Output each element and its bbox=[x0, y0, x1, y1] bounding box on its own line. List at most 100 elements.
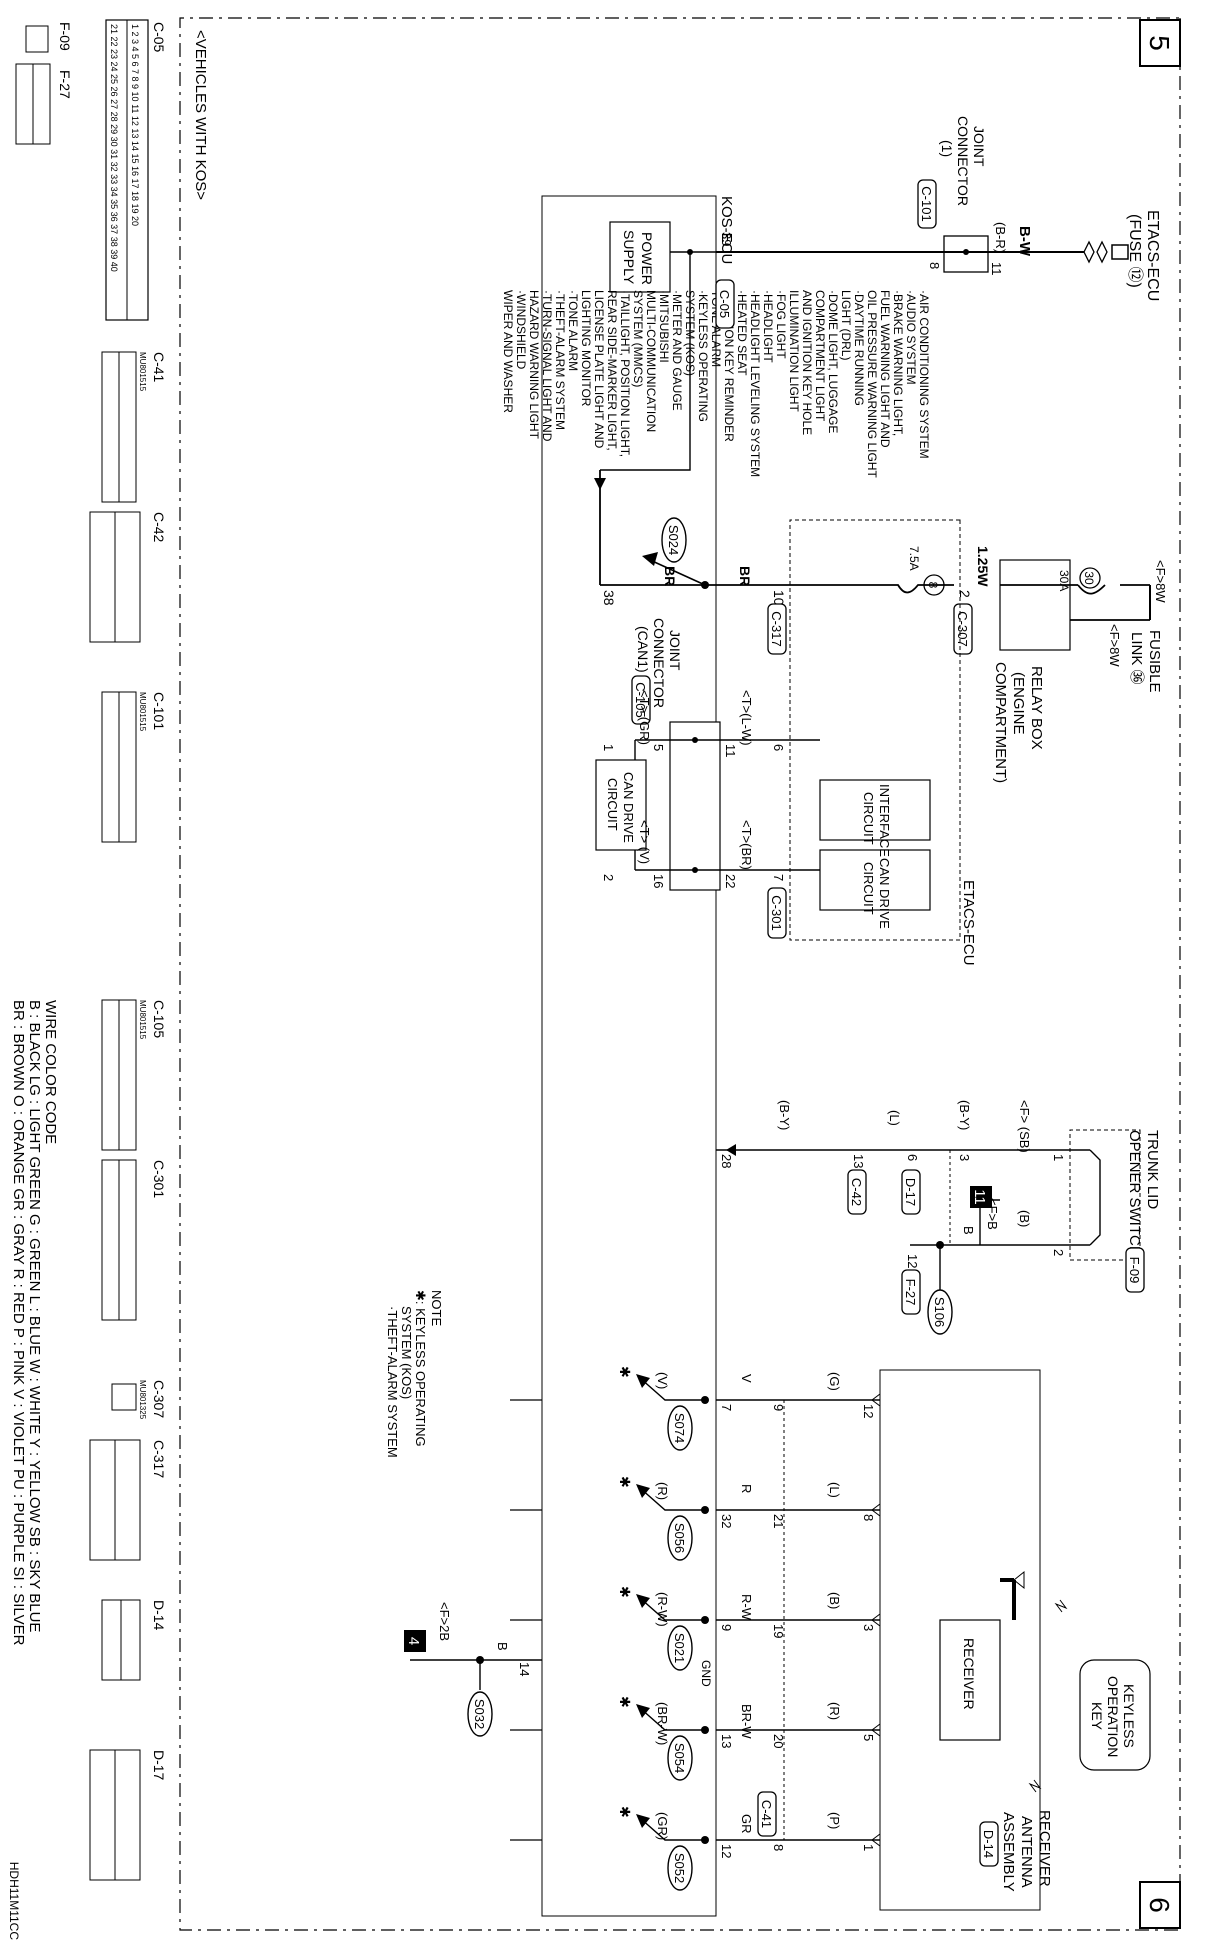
etacs-can-drive-1: CAN DRIVE bbox=[877, 858, 892, 929]
splice-s052: S052 bbox=[667, 1845, 693, 1891]
svg-text:F-27: F-27 bbox=[903, 1279, 918, 1306]
kos-can-drive-1: CAN DRIVE bbox=[621, 772, 636, 843]
interface-1: INTERFACE bbox=[877, 784, 892, 857]
etacs-can-drive-box bbox=[819, 849, 931, 911]
page-prev-number: 5 bbox=[1144, 35, 1175, 51]
circuit-bottom-wire: (BR-W) bbox=[655, 1702, 670, 1745]
can-hi: <T>(L-W) bbox=[739, 690, 754, 746]
f8w-b: <F>8W bbox=[1107, 624, 1122, 667]
feature-item: ·DOME LIGHT, LUGGAGE bbox=[826, 290, 840, 433]
splice-s074: S074 bbox=[667, 1405, 693, 1451]
feature-item: ·AUDIO SYSTEM bbox=[904, 290, 918, 385]
f27-badge: F-27 bbox=[901, 1269, 921, 1315]
jc1-label-3: (1) bbox=[939, 140, 955, 157]
connector-c05: C-05 1 2 3 4 5 6 7 8 9 10 11 12 13 14 15… bbox=[105, 19, 167, 321]
pin10: 10 bbox=[771, 590, 787, 606]
feature-item: LICENSE PLATE LIGHT AND bbox=[592, 290, 606, 449]
feature-item: ·TAILLIGHT, POSITION LIGHT, bbox=[618, 290, 632, 457]
power-supply-box bbox=[609, 221, 671, 293]
pin39: 39 bbox=[719, 232, 734, 246]
svg-text:✱: ✱ bbox=[617, 1476, 633, 1488]
f09-badge: F-09 bbox=[1125, 1247, 1145, 1293]
receiver-title-3: ASSEMBLY bbox=[1000, 1812, 1017, 1892]
gnd-f2b: <F>2B bbox=[437, 1602, 452, 1641]
feature-item: ·THEFT-ALARM SYSTEM bbox=[553, 290, 567, 430]
page-prev-box: 5 bbox=[1139, 19, 1181, 67]
trunk-fsb: <F> (SB) bbox=[1017, 1100, 1032, 1153]
trunk-switch-box bbox=[1069, 1129, 1141, 1261]
circuit-wire: BR-W bbox=[739, 1704, 754, 1739]
can-v: <T> (V) bbox=[637, 820, 652, 864]
receiver-box bbox=[939, 1619, 1001, 1741]
svg-text:C-05: C-05 bbox=[717, 290, 732, 318]
svg-text:C-301: C-301 bbox=[769, 895, 784, 930]
connector-d14: D-14 bbox=[101, 1599, 167, 1681]
jc1-label-2: CONNECTOR bbox=[955, 116, 971, 206]
etacs-fuse-sub: (FUSE ⑫) bbox=[1126, 214, 1144, 288]
svg-text:S024: S024 bbox=[666, 525, 681, 555]
svg-text:F-09: F-09 bbox=[57, 22, 73, 51]
trunk-by-top: (B-Y) bbox=[957, 1100, 972, 1130]
feature-item: ·HEADLIGHT LEVELING SYSTEM bbox=[748, 290, 762, 477]
svg-text:C-307: C-307 bbox=[955, 611, 970, 646]
svg-text:D-14: D-14 bbox=[151, 1600, 167, 1631]
jc1-label-1: JOINT bbox=[971, 126, 987, 167]
svg-text:S074: S074 bbox=[672, 1413, 687, 1443]
etacs-fuse-symbol bbox=[1083, 240, 1129, 264]
feature-item: ·METER AND GAUGE bbox=[670, 290, 684, 411]
svg-text:✱: ✱ bbox=[617, 1586, 633, 1598]
trunk-l-paren: (L) bbox=[887, 1110, 902, 1126]
kos-pin1: 1 bbox=[601, 744, 616, 751]
svg-text:C-41: C-41 bbox=[151, 352, 167, 383]
page-code: HDH11M11CC bbox=[7, 1862, 21, 1941]
gnd-b-label: B bbox=[495, 1642, 510, 1651]
pin2: 2 bbox=[957, 590, 973, 598]
svg-text:C-05: C-05 bbox=[151, 22, 167, 53]
feature-item: FUEL WARNING LIGHT AND bbox=[878, 290, 892, 448]
etacs-fuse-title: ETACS-ECU bbox=[1144, 210, 1161, 301]
splice-s056: S056 bbox=[667, 1515, 693, 1561]
wire-125w: 1.25W bbox=[975, 546, 991, 587]
circuit-top-wire: (G) bbox=[827, 1372, 842, 1391]
relay-box bbox=[999, 559, 1071, 651]
receiver-antenna-box bbox=[879, 1369, 1041, 1911]
wire-br-a: BR bbox=[737, 566, 753, 586]
trunk-pin3: 3 bbox=[957, 1154, 972, 1161]
interface-2: CIRCUIT bbox=[861, 792, 876, 845]
interface-box bbox=[819, 779, 931, 841]
note-line2: SYSTEM (KOS) bbox=[399, 1306, 414, 1399]
svg-text:F-27: F-27 bbox=[57, 70, 73, 99]
c301-badge: C-301 bbox=[767, 887, 787, 939]
feature-item: ·WINDSHIELD bbox=[514, 290, 528, 370]
connector-f27: F-27 bbox=[15, 63, 73, 145]
kos-pin14: 14 bbox=[517, 1662, 532, 1676]
connector-d17: D-17 bbox=[89, 1749, 167, 1881]
jc1-pin8: 8 bbox=[927, 262, 942, 269]
connector-c317: C-317 bbox=[89, 1439, 167, 1561]
circuit-bottom-pin: 7 bbox=[719, 1404, 734, 1411]
circuit-mid-pin: 19 bbox=[771, 1624, 786, 1638]
circuit-bottom-pin: 12 bbox=[719, 1844, 734, 1858]
feature-item: LIGHTING MONITOR bbox=[579, 290, 593, 407]
etacs-pin7: 7 bbox=[771, 874, 786, 881]
feature-list: ·AIR CONDITIONING SYSTEM·AUDIO SYSTEM·BR… bbox=[501, 290, 931, 478]
circuit-bottom-wire: (R-W) bbox=[655, 1592, 670, 1627]
d17-badge: D-17 bbox=[901, 1169, 921, 1215]
trunk-pin1: 1 bbox=[1051, 1154, 1066, 1161]
circuit-top-pin: 8 bbox=[861, 1514, 876, 1521]
note-line1: ✱: KEYLESS OPERATING bbox=[413, 1290, 428, 1447]
wire-br-b: BR bbox=[662, 566, 678, 586]
jc-can-conn-badge: C-105 bbox=[631, 675, 651, 725]
jc-pin11: 11 bbox=[723, 744, 738, 758]
svg-text:S032: S032 bbox=[472, 1699, 487, 1729]
circuit-bottom-wire: (GR) bbox=[655, 1812, 670, 1840]
circuit-mid-pin: 21 bbox=[771, 1514, 786, 1528]
svg-text:✱: ✱ bbox=[617, 1806, 633, 1818]
feature-item: MULTI-COMMUNICATION bbox=[644, 290, 658, 432]
trunk-pin12: 12 bbox=[905, 1254, 920, 1268]
wire-br-paren: (B-R) bbox=[993, 222, 1008, 253]
kos-can-drive-box bbox=[595, 759, 647, 851]
